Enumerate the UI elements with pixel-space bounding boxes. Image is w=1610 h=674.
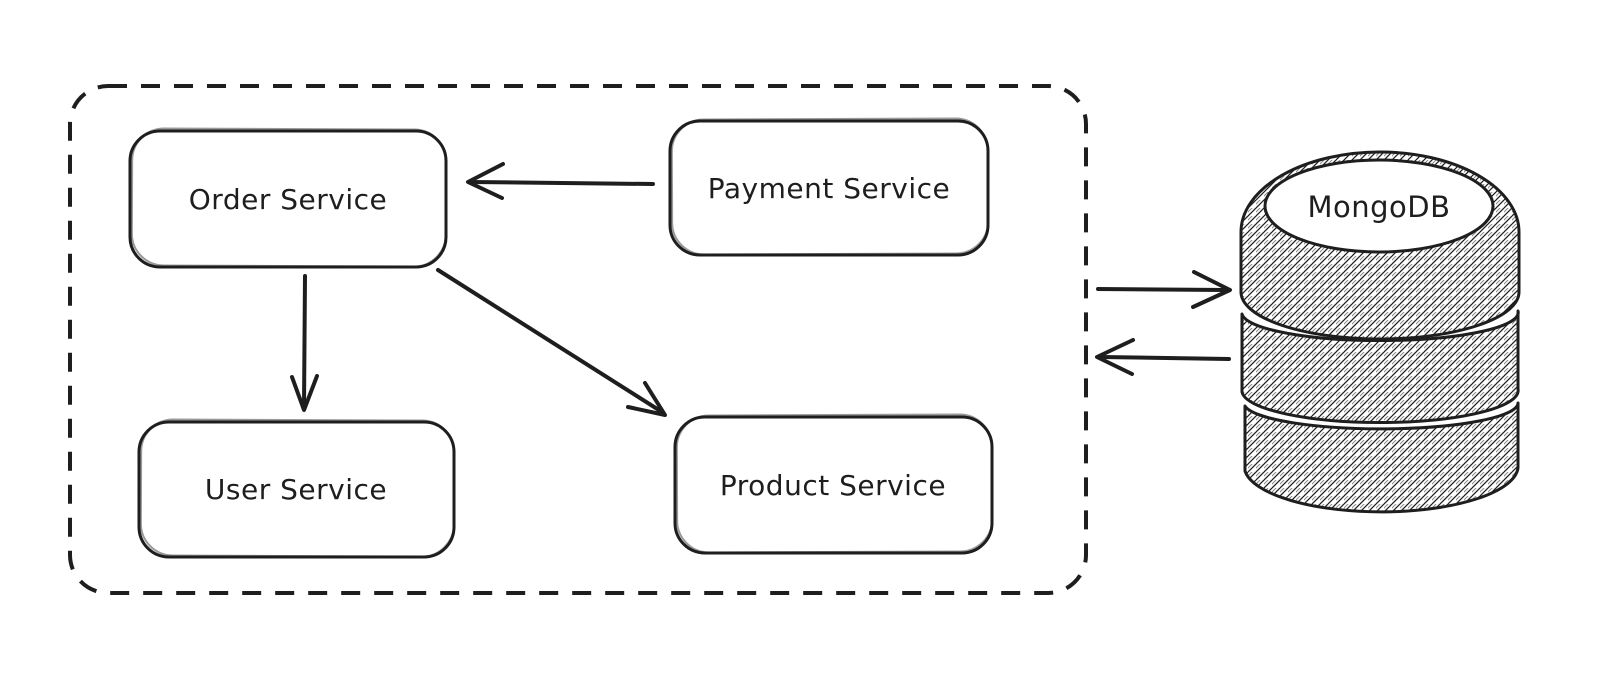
product-service-box-sketch-pass	[675, 413, 994, 554]
node-order-service: Order Service	[128, 127, 448, 269]
payment-service-box-sketch-pass	[670, 117, 990, 256]
node-payment-service: Payment Service	[668, 117, 990, 257]
mongodb-cylinder-middle-segment	[1240, 309, 1520, 425]
edge-order-to-product-line	[436, 268, 664, 414]
edge-order-to-user	[290, 274, 319, 412]
order-service-box	[128, 129, 448, 269]
edge-payment-to-order-arrowhead	[466, 162, 505, 200]
services-boundary	[68, 84, 1088, 595]
edge-mongodb-to-boundary-arrowhead	[1095, 338, 1135, 376]
payment-service-box	[668, 119, 990, 257]
product-service-label: Product Service	[720, 469, 946, 502]
edge-mongodb-to-boundary-line	[1099, 355, 1231, 361]
edge-payment-to-order-line	[468, 180, 655, 186]
order-service-label: Order Service	[189, 183, 387, 216]
edge-mongodb-to-boundary	[1095, 338, 1231, 376]
edge-boundary-to-mongodb-arrowhead	[1191, 270, 1232, 309]
mongodb-cylinder-bottom-segment	[1243, 401, 1520, 514]
edge-boundary-to-mongodb-line	[1096, 287, 1228, 292]
payment-service-label: Payment Service	[708, 172, 950, 205]
edge-order-to-user-line	[302, 274, 307, 409]
product-service-box	[673, 415, 994, 555]
node-product-service: Product Service	[673, 413, 994, 555]
user-service-box-sketch-pass	[139, 418, 456, 558]
node-user-service: User Service	[137, 418, 456, 559]
edge-order-to-product	[436, 268, 667, 417]
edge-order-to-user-arrowhead	[290, 374, 319, 412]
edge-boundary-to-mongodb	[1096, 270, 1232, 309]
mongodb-label: MongoDB	[1307, 190, 1450, 224]
edge-order-to-product-arrowhead	[626, 381, 667, 417]
node-mongodb: MongoDB	[1239, 150, 1521, 514]
user-service-label: User Service	[205, 473, 387, 506]
mongodb-cylinder-top-face	[1263, 158, 1495, 254]
order-service-box-sketch-pass	[130, 127, 448, 268]
edge-payment-to-order	[466, 162, 655, 200]
user-service-box	[137, 420, 456, 559]
